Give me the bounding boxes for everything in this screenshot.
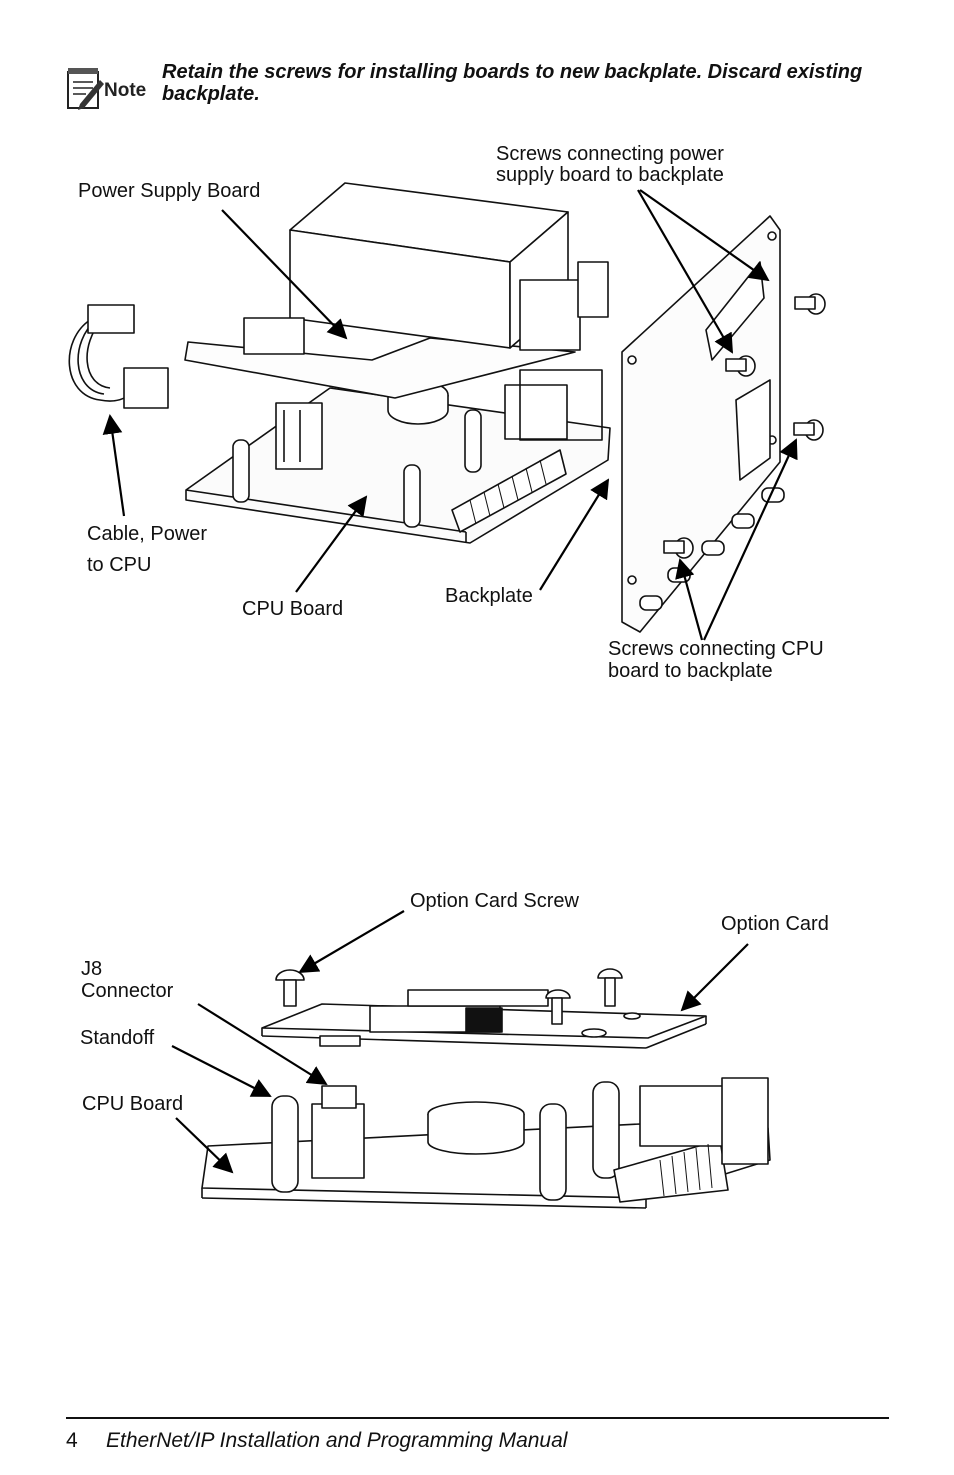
label-standoff: Standoff <box>80 1027 155 1049</box>
label-option-card: Option Card <box>721 913 829 935</box>
label-power-supply-board: Power Supply Board <box>78 180 261 202</box>
label-screws-power-line1: Screws connecting power <box>496 143 724 165</box>
option-card-screw-mid <box>545 989 571 1025</box>
label-screws-power-line2: supply board to backplate <box>496 164 724 186</box>
label-backplate: Backplate <box>445 585 533 607</box>
option-card-screw-left <box>275 969 305 1007</box>
label-screws-cpu-line2: board to backplate <box>608 660 773 682</box>
manual-title: EtherNet/IP Installation and Programming… <box>106 1429 568 1452</box>
label-cpu-board-2: CPU Board <box>82 1093 184 1115</box>
screw-cpu-right <box>793 419 824 441</box>
label-option-card-screw: Option Card Screw <box>410 890 579 912</box>
option-card-screw-right <box>597 968 623 1007</box>
page-number: 4 <box>66 1429 78 1452</box>
footer-rule <box>66 1417 889 1419</box>
figure-option-card-installation <box>201 968 771 1209</box>
note-icon: Note <box>66 66 156 112</box>
label-cable-line2: to CPU <box>87 554 152 576</box>
screw-power-top <box>794 293 826 315</box>
screw-cpu-left <box>663 537 694 559</box>
note-text: Retain the screws for installing boards … <box>162 61 863 105</box>
label-j8-line2: Connector <box>81 980 174 1002</box>
label-cable-line1: Cable, Power <box>87 523 208 545</box>
note-icon-label: Note <box>104 80 146 101</box>
label-screws-cpu-line1: Screws connecting CPU <box>608 638 824 660</box>
label-cpu-board-1: CPU Board <box>242 598 344 620</box>
screw-power-mid <box>725 355 756 377</box>
label-j8-line1: J8 <box>81 958 103 980</box>
footer: 4 EtherNet/IP Installation and Programmin… <box>66 1429 567 1453</box>
